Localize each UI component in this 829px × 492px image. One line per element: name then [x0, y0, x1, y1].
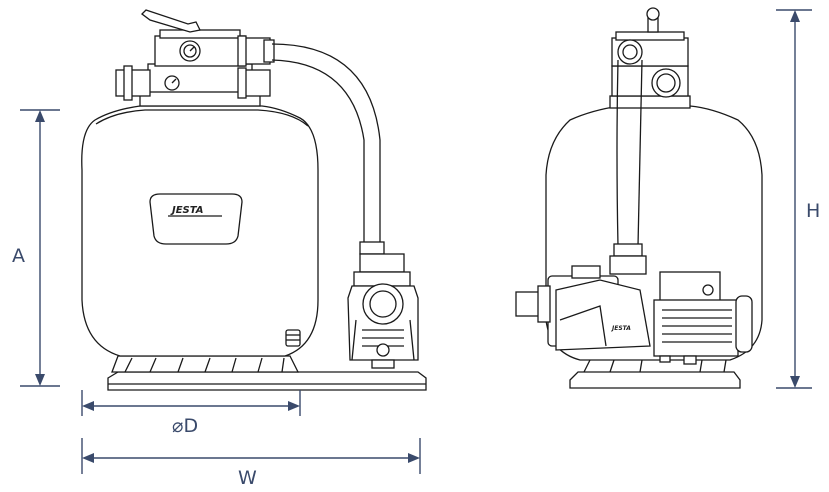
- dimension-a: A: [12, 109, 60, 387]
- dimension-h: H: [776, 9, 820, 389]
- dimension-label-d: ⌀D: [172, 415, 198, 437]
- front-hose: [271, 43, 385, 255]
- side-valve: [609, 7, 691, 109]
- dimension-d: ⌀D: [81, 390, 301, 437]
- front-valve: [115, 9, 275, 107]
- side-pump: JESTA: [515, 265, 753, 365]
- dimension-label-w: W: [238, 467, 257, 489]
- side-view: JESTA: [515, 7, 763, 389]
- side-hose: [609, 39, 647, 275]
- dimension-w: W: [81, 438, 421, 489]
- front-pump: [347, 253, 419, 369]
- logo-text: JESTA: [170, 205, 204, 216]
- front-view: JESTA: [81, 9, 427, 391]
- front-base: [107, 355, 427, 391]
- dimension-label-a: A: [12, 245, 25, 267]
- pump-logo-text: JESTA: [611, 325, 631, 332]
- side-base: [569, 371, 741, 389]
- logo-plate: [149, 193, 243, 245]
- front-tank: JESTA: [81, 105, 319, 357]
- dimension-label-h: H: [806, 200, 820, 222]
